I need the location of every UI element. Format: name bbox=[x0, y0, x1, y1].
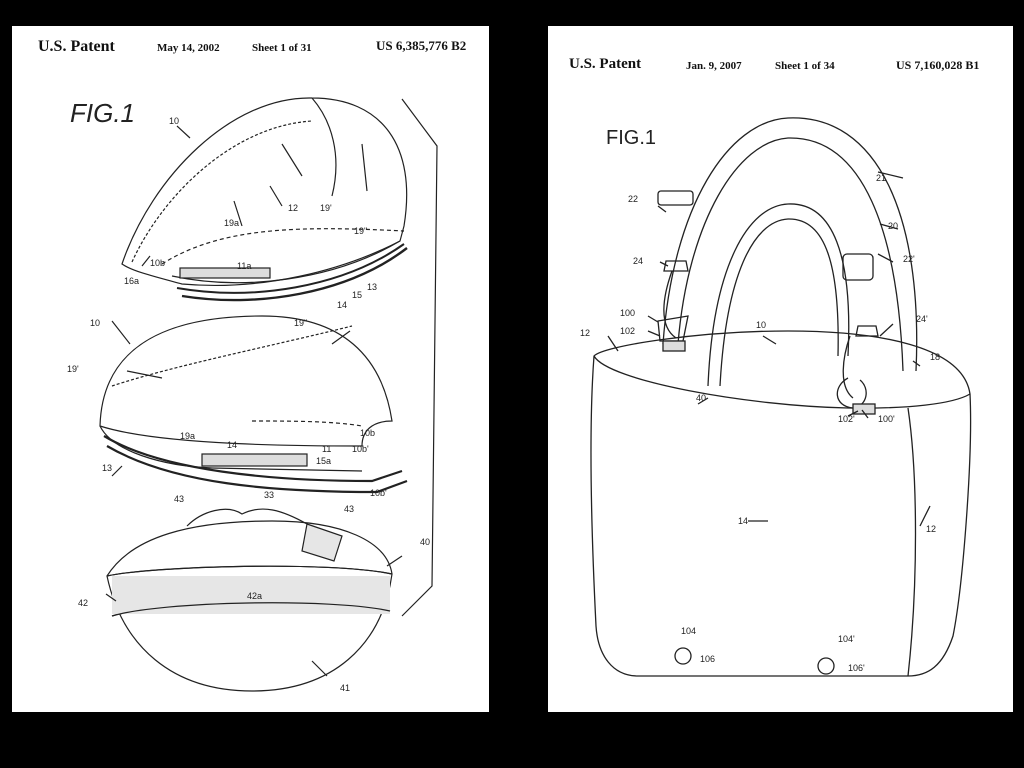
ref-label: 12 bbox=[580, 328, 590, 338]
ref-label: 43 bbox=[344, 504, 354, 514]
shoulder-strap bbox=[662, 117, 918, 372]
ref-label: 40 bbox=[420, 537, 430, 547]
ref-label: 42 bbox=[78, 598, 88, 608]
patent-sheet-left: U.S. Patent May 14, 2002 Sheet 1 of 31 U… bbox=[12, 26, 489, 712]
ref-label: 19a bbox=[180, 431, 195, 441]
figure-label: FIG.1 bbox=[606, 127, 656, 149]
ref-label: 18 bbox=[930, 352, 940, 362]
patent-date: Jan. 9, 2007 bbox=[686, 60, 742, 72]
patent-number: US 6,385,776 B2 bbox=[376, 38, 467, 53]
ref-label: 106' bbox=[848, 663, 865, 673]
carrier-bowl bbox=[106, 520, 393, 692]
patent-office-label: U.S. Patent bbox=[569, 56, 642, 72]
ref-label: 14 bbox=[738, 516, 748, 526]
ref-label: 14 bbox=[227, 440, 237, 450]
ref-label: 15 bbox=[352, 290, 362, 300]
ref-label: 10 bbox=[756, 320, 766, 330]
ref-label: 41 bbox=[340, 683, 350, 693]
bag-body bbox=[590, 330, 972, 677]
patent-number: US 7,160,028 B1 bbox=[896, 58, 980, 72]
ref-label: 19" bbox=[354, 226, 367, 236]
ref-label: 10 bbox=[169, 116, 179, 126]
ref-label: 33 bbox=[264, 490, 274, 500]
patent-drawing-left: FIG.1 10 12 19' 19" 19a 10b 11a 16a 13 1… bbox=[67, 97, 438, 693]
strap-adjuster bbox=[657, 190, 694, 206]
ref-label: 106 bbox=[700, 654, 715, 664]
sheet-number: Sheet 1 of 31 bbox=[252, 42, 312, 54]
ref-label: 104 bbox=[681, 626, 696, 636]
figure-label: FIG.1 bbox=[70, 98, 135, 128]
ref-label: 100' bbox=[878, 414, 895, 424]
ref-label: 16a bbox=[124, 276, 139, 286]
ref-label: 14 bbox=[337, 300, 347, 310]
ref-label: 15a bbox=[316, 456, 331, 466]
ref-label: 19" bbox=[294, 318, 307, 328]
hand-strap bbox=[707, 203, 850, 387]
ref-label: 11 bbox=[322, 444, 331, 454]
ref-label: 22 bbox=[628, 194, 638, 204]
ref-label: 19' bbox=[67, 364, 79, 374]
ref-label: 40 bbox=[696, 393, 706, 403]
ref-label: 13 bbox=[102, 463, 112, 473]
ref-label: 10 bbox=[90, 318, 100, 328]
ref-label: 100 bbox=[620, 308, 635, 318]
ref-label: 19a bbox=[224, 218, 239, 228]
sheet-number: Sheet 1 of 34 bbox=[775, 60, 835, 72]
ref-label: 12 bbox=[926, 524, 936, 534]
cap-shell-top bbox=[121, 97, 408, 286]
ref-label: 10b bbox=[360, 428, 375, 438]
ref-label: 102 bbox=[620, 326, 635, 336]
patent-sheet-right: U.S. Patent Jan. 9, 2007 Sheet 1 of 34 U… bbox=[548, 26, 1013, 712]
ref-label: 13 bbox=[367, 282, 377, 292]
ref-label: 10b bbox=[150, 258, 165, 268]
patent-date: May 14, 2002 bbox=[157, 42, 220, 54]
ref-label: 24' bbox=[916, 314, 928, 324]
ref-label: 11a bbox=[237, 261, 251, 271]
ref-label: 24 bbox=[633, 256, 643, 266]
ref-label: 12 bbox=[288, 203, 298, 213]
ref-label: 10b' bbox=[352, 444, 369, 454]
ref-label: 21 bbox=[876, 173, 886, 183]
strap-adjuster bbox=[842, 253, 874, 281]
ref-label: 102' bbox=[838, 414, 855, 424]
ref-label: 42a bbox=[247, 591, 262, 601]
ref-label: 104' bbox=[838, 634, 855, 644]
patent-office-label: U.S. Patent bbox=[38, 38, 115, 55]
ref-label: 10b' bbox=[370, 488, 387, 498]
cap-shell-middle bbox=[99, 315, 393, 447]
ref-label: 19' bbox=[320, 203, 332, 213]
ref-label: 22' bbox=[903, 254, 915, 264]
patent-drawing-right: FIG.1 21 22 20 24 22' 100 10 24' 12 102 … bbox=[580, 117, 972, 677]
ref-label: 43 bbox=[174, 494, 184, 504]
ref-label: 20 bbox=[888, 221, 898, 231]
